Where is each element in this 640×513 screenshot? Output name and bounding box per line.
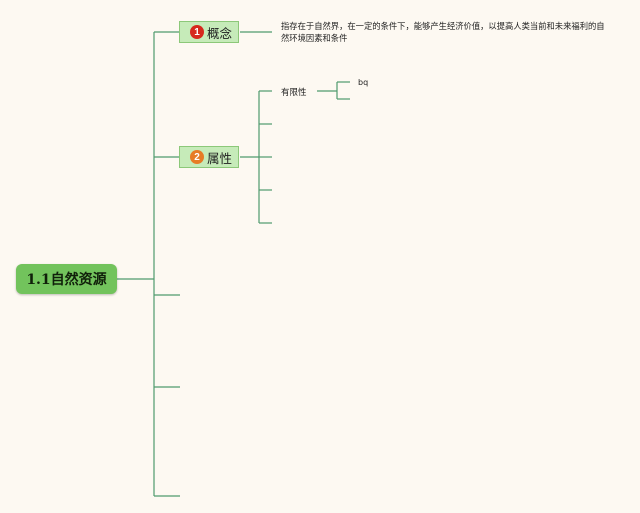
priority-1-marker-icon: 1	[190, 25, 204, 39]
subtopic-finite[interactable]: 有限性	[281, 88, 307, 98]
root-topic[interactable]: 1.1自然资源	[16, 264, 117, 294]
concept-description[interactable]: 指存在于自然界，在一定的条件下，能够产生经济价值，以提高人类当前和未来福利的自然…	[281, 21, 605, 43]
topic-concept[interactable]: 1 概念	[179, 21, 239, 43]
topic-attribute[interactable]: 2 属性	[179, 146, 239, 168]
subtopic-bq[interactable]: bq	[358, 78, 369, 87]
topic-attribute-label: 属性	[207, 150, 233, 166]
root-topic-label: 1.1自然资源	[26, 272, 107, 288]
priority-2-marker-icon: 2	[190, 150, 204, 164]
topic-concept-label: 概念	[207, 25, 233, 41]
